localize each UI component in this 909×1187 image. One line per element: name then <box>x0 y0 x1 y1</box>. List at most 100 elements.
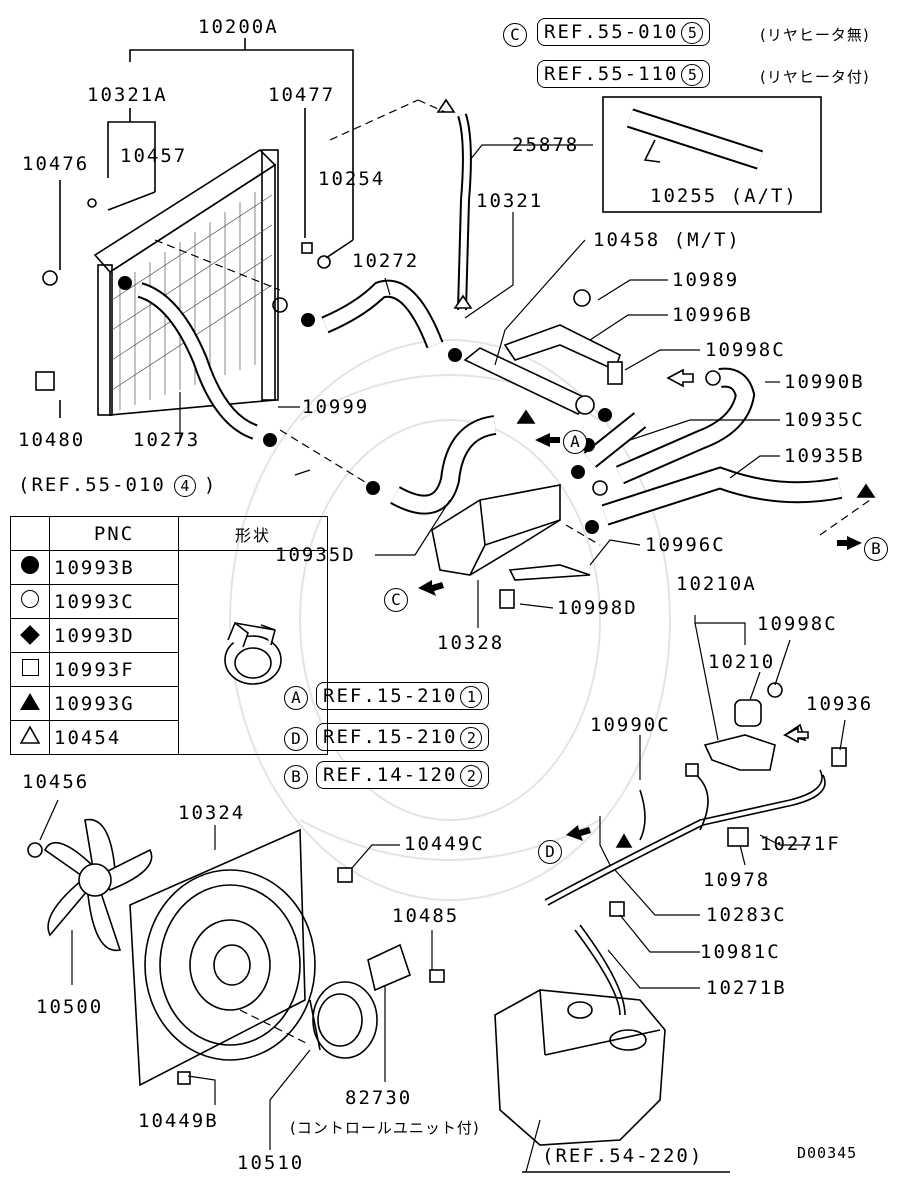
radiator <box>35 148 331 416</box>
ref-55-010-5-num: 5 <box>681 22 704 44</box>
label-10500: 10500 <box>36 996 104 1018</box>
guide-lines <box>154 99 871 1046</box>
ref-55-110-5-text: REF.55-110 <box>544 63 679 85</box>
label-10935C: 10935C <box>784 409 865 431</box>
arrows <box>418 433 862 841</box>
legend-header-pnc: PNC <box>49 516 179 551</box>
label-10998C-right: 10998C <box>757 613 838 635</box>
legend-row: 10454 <box>10 720 328 755</box>
label-10449B: 10449B <box>138 1110 219 1132</box>
ref-54-220[interactable]: (REF.54-220) <box>542 1145 704 1167</box>
label-10449C: 10449C <box>404 833 485 855</box>
open-circle-icon <box>21 590 39 608</box>
ref-14-120-2-text: REF.14-120 <box>323 764 458 786</box>
legend-clamp-image <box>178 550 328 755</box>
label-25878: 25878 <box>512 134 580 156</box>
control-unit <box>367 943 411 992</box>
ref-marker-c-top: C <box>503 23 527 47</box>
ref-14-120-2-num: 2 <box>460 765 483 787</box>
clamp-markers <box>118 276 612 534</box>
label-10324: 10324 <box>178 802 246 824</box>
legend-symbol <box>10 720 50 755</box>
box-10255 <box>602 96 822 213</box>
legend-pnc: 10993G <box>49 686 179 721</box>
label-10283C: 10283C <box>706 904 787 926</box>
label-10936: 10936 <box>806 693 874 715</box>
hoses <box>137 113 843 526</box>
label-10321A: 10321A <box>87 84 168 106</box>
legend-symbol <box>10 686 50 721</box>
label-10978: 10978 <box>703 869 771 891</box>
triangle-markers <box>436 98 876 848</box>
label-10254: 10254 <box>318 168 386 190</box>
label-10999: 10999 <box>302 396 370 418</box>
leaders-top-left <box>59 38 354 418</box>
label-10510: 10510 <box>237 1152 305 1174</box>
legend-header-shape: 形状 <box>178 516 328 551</box>
ref-marker-b: B <box>284 765 308 789</box>
label-10210A: 10210A <box>676 573 757 595</box>
filled-diamond-icon <box>20 624 40 645</box>
label-10990C: 10990C <box>590 714 671 736</box>
legend-pnc: 10993F <box>49 652 179 687</box>
label-10989: 10989 <box>672 269 740 291</box>
label-10998D: 10998D <box>557 597 638 619</box>
label-10998C-top: 10998C <box>705 339 786 361</box>
open-triangle-icon <box>20 726 40 744</box>
legend-pnc: 10454 <box>49 720 179 755</box>
flow-marker-a: A <box>563 430 587 454</box>
watermark <box>229 339 671 901</box>
ref-55-010-5-note: (リヤヒータ無) <box>760 26 870 44</box>
filled-triangle-icon <box>20 692 40 710</box>
ref-15-210-1-text: REF.15-210 <box>323 685 458 707</box>
label-10210: 10210 <box>708 651 776 673</box>
bracket-10996B <box>503 289 623 385</box>
label-82730: 82730 <box>345 1087 413 1109</box>
legend-pnc: 10993C <box>49 584 179 619</box>
ref-55-010-5-text: REF.55-010 <box>544 21 679 43</box>
legend-pnc: 10993B <box>49 550 179 585</box>
label-10456: 10456 <box>22 771 90 793</box>
fan-shroud <box>129 828 316 1087</box>
label-10990B: 10990B <box>784 371 865 393</box>
filled-circle-icon <box>21 556 39 574</box>
open-square-icon <box>21 658 39 676</box>
label-10476: 10476 <box>22 153 90 175</box>
label-10273: 10273 <box>133 429 201 451</box>
label-10996B: 10996B <box>672 304 753 326</box>
reservoir-10328 <box>431 484 591 609</box>
cooling-fan <box>43 818 153 952</box>
flow-marker-c: C <box>384 588 408 612</box>
label-10480: 10480 <box>18 429 86 451</box>
label-10935B: 10935B <box>784 445 865 467</box>
pipe-10458 <box>463 347 595 415</box>
ref-55-110-5-note: (リヤヒータ付) <box>760 68 870 86</box>
label-10271B: 10271B <box>706 977 787 999</box>
label-10321: 10321 <box>476 190 544 212</box>
reserve-tank <box>494 989 666 1146</box>
flow-marker-b: B <box>864 537 888 561</box>
hose-10255 <box>626 108 764 170</box>
legend-row: 10993B <box>10 550 328 755</box>
legend-symbol <box>10 550 50 585</box>
legend-symbol <box>10 652 50 687</box>
label-10458: 10458 (M/T) <box>593 229 741 251</box>
label-10457: 10457 <box>120 145 188 167</box>
legend-symbol <box>10 618 50 653</box>
bolts <box>27 842 625 1085</box>
ref-55-110-5-num: 5 <box>681 64 704 86</box>
ref-55-010-4-close: ) <box>203 474 218 496</box>
diagram-id: D00345 <box>797 1144 858 1162</box>
label-82730-note: (コントロールユニット付) <box>290 1119 480 1137</box>
label-10981C: 10981C <box>700 941 781 963</box>
thin-hoses <box>544 769 826 1016</box>
ref-15-210-2-text: REF.15-210 <box>323 726 458 748</box>
